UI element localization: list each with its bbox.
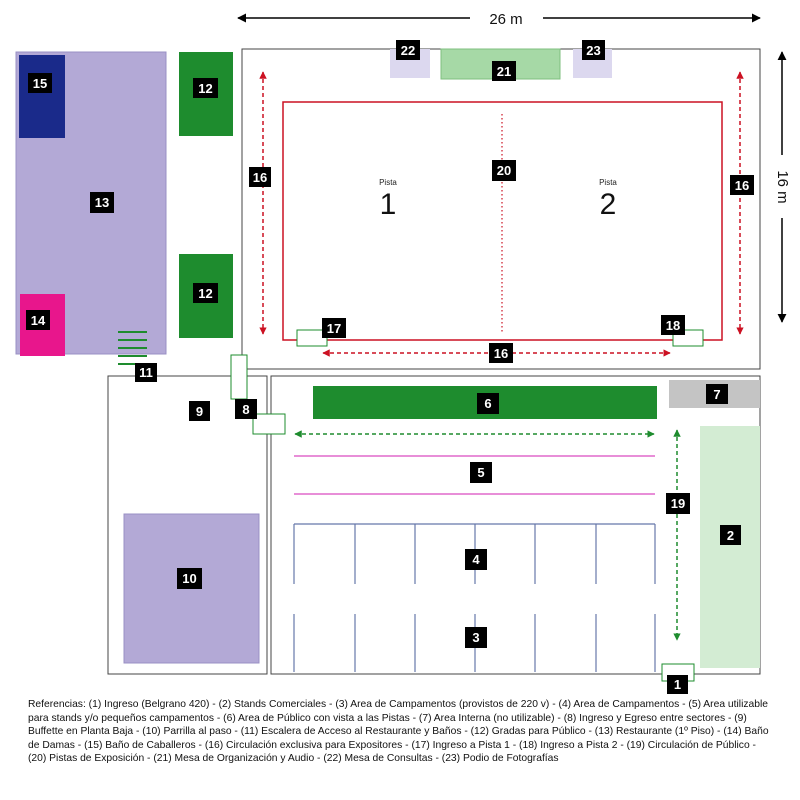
sector-connector-upper (230, 354, 248, 400)
svg-text:19: 19 (671, 496, 685, 511)
badge-8: 8 (235, 399, 257, 419)
svg-text:6: 6 (484, 396, 491, 411)
svg-text:4: 4 (472, 552, 480, 567)
mens-bathroom (19, 55, 65, 138)
badge-20: 20 (492, 160, 516, 181)
exhibition-ring (282, 101, 723, 341)
svg-text:16: 16 (253, 170, 267, 185)
badge-16-bottom: 16 (489, 343, 513, 363)
height-label: 16 m (774, 170, 791, 203)
badge-11: 11 (135, 363, 157, 382)
badge-18: 18 (661, 315, 685, 335)
badge-12b: 12 (193, 283, 218, 303)
svg-text:14: 14 (31, 313, 46, 328)
svg-text:15: 15 (33, 76, 47, 91)
svg-text:2: 2 (727, 528, 734, 543)
badge-12a: 12 (193, 78, 218, 98)
badge-9: 9 (189, 401, 210, 421)
badge-15: 15 (28, 73, 52, 93)
commercial-stands (700, 426, 760, 668)
badge-2: 2 (720, 525, 741, 545)
svg-text:17: 17 (327, 321, 341, 336)
svg-text:10: 10 (182, 571, 196, 586)
badge-3: 3 (465, 627, 487, 648)
badge-7: 7 (706, 384, 728, 404)
svg-text:12: 12 (198, 286, 212, 301)
badge-17: 17 (322, 318, 346, 338)
badge-16-left: 16 (249, 167, 271, 187)
pista-1-word: Pista (379, 178, 397, 187)
camping-grid (293, 523, 656, 672)
pista-2-word: Pista (599, 178, 617, 187)
svg-text:21: 21 (497, 64, 511, 79)
badge-10: 10 (177, 568, 202, 589)
sector-connector-lower (252, 413, 286, 435)
badge-13: 13 (90, 192, 114, 213)
badge-16-right: 16 (730, 175, 754, 195)
svg-text:8: 8 (242, 402, 249, 417)
pista-2-number: 2 (600, 188, 617, 221)
svg-text:9: 9 (196, 404, 203, 419)
svg-text:11: 11 (139, 365, 153, 380)
svg-text:20: 20 (497, 163, 511, 178)
svg-text:5: 5 (477, 465, 484, 480)
svg-text:12: 12 (198, 81, 212, 96)
badge-6: 6 (477, 393, 499, 414)
svg-text:1: 1 (674, 677, 681, 692)
svg-text:16: 16 (494, 346, 508, 361)
pista-1-number: 1 (380, 188, 397, 221)
badge-21: 21 (492, 61, 516, 81)
svg-text:22: 22 (401, 43, 415, 58)
svg-text:18: 18 (666, 318, 680, 333)
svg-text:13: 13 (95, 195, 109, 210)
legend-text: Referencias: (1) Ingreso (Belgrano 420) … (28, 699, 769, 765)
badge-1: 1 (667, 675, 688, 694)
svg-text:23: 23 (586, 43, 600, 58)
svg-text:7: 7 (713, 387, 720, 402)
lower-main-room (270, 375, 761, 675)
badge-5: 5 (470, 462, 492, 483)
badge-14: 14 (26, 310, 50, 330)
svg-text:3: 3 (472, 630, 479, 645)
badge-23: 23 (582, 40, 605, 60)
badge-19: 19 (666, 493, 690, 514)
svg-text:16: 16 (735, 178, 749, 193)
badge-22: 22 (396, 40, 420, 60)
badge-4: 4 (465, 549, 487, 570)
width-label: 26 m (489, 11, 522, 28)
